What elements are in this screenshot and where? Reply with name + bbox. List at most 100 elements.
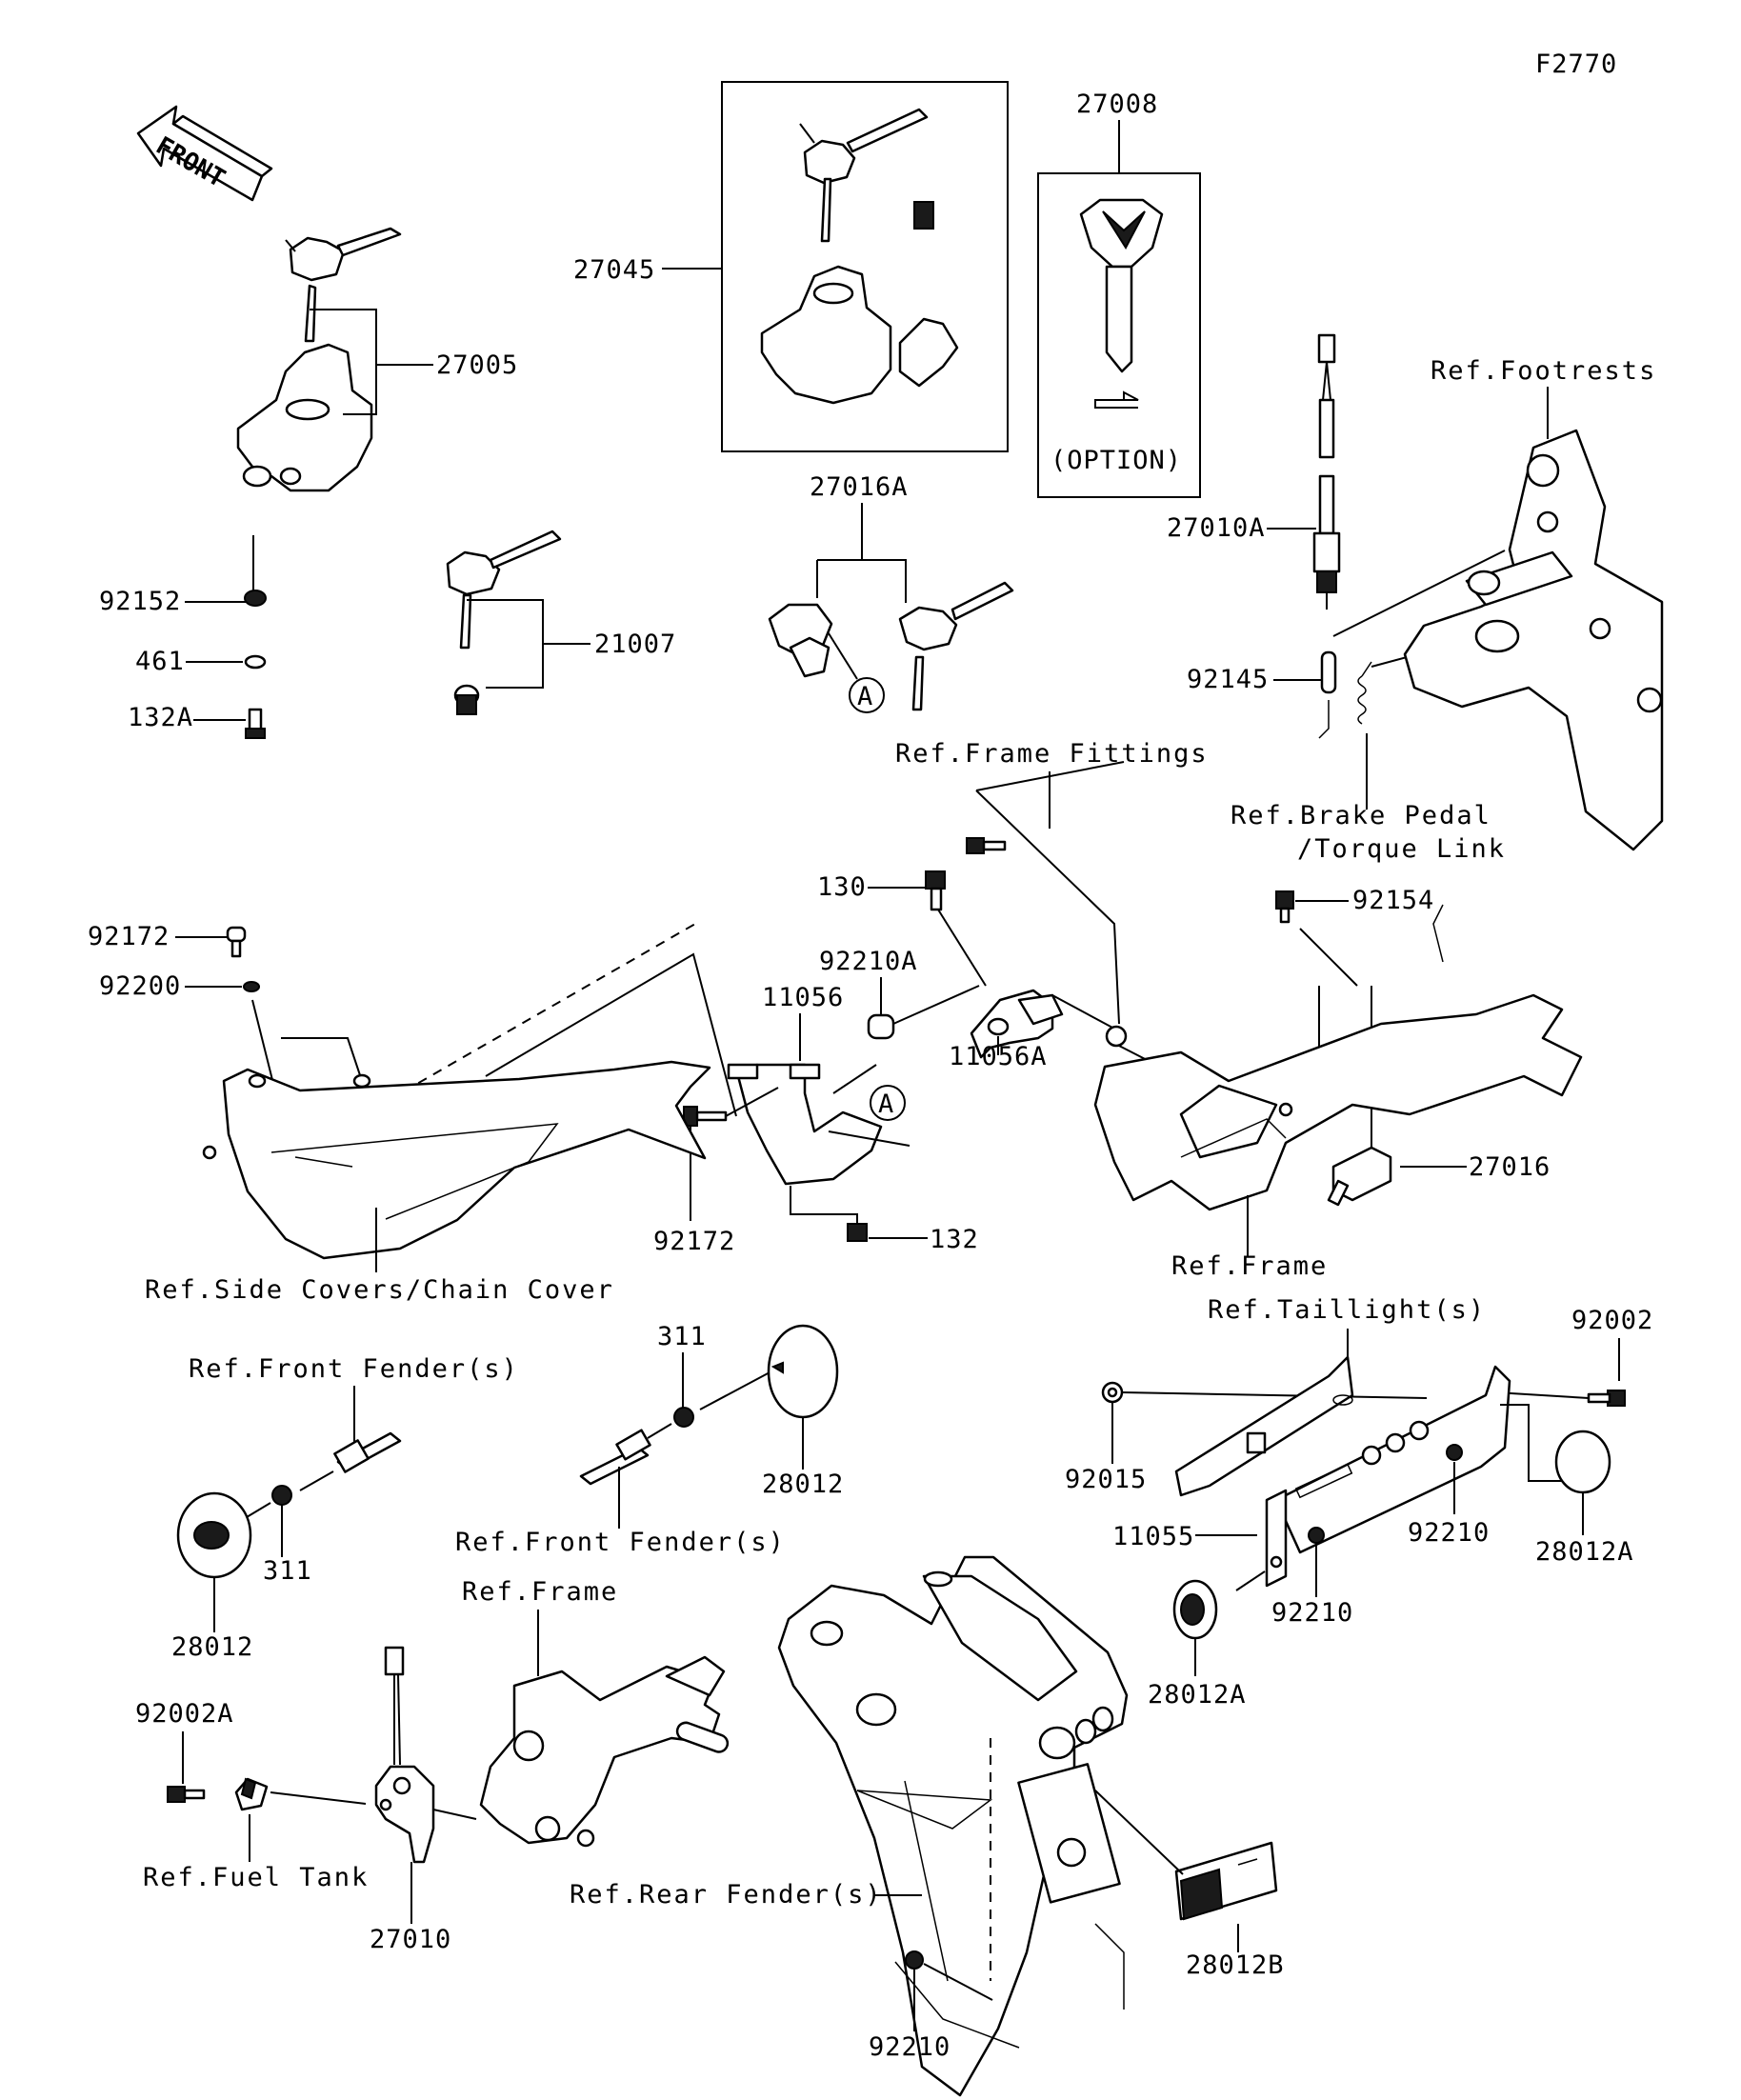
spring-pin-92145[interactable] <box>1318 650 1337 739</box>
part-label-27010: 27010 <box>370 1925 451 1954</box>
part-label-27010A: 27010A <box>1167 513 1266 543</box>
taillight-bracket-11055[interactable] <box>1174 1355 1511 1588</box>
frame-lower-bracket <box>479 1655 730 1848</box>
marker-A-2-text: A <box>878 1090 894 1119</box>
ref-side-covers: Ref.Side Covers/Chain Cover <box>145 1275 614 1305</box>
marker-A-1-text: A <box>857 682 873 711</box>
sidestand-switch-27010[interactable] <box>374 1646 435 1864</box>
reflector-28012-left[interactable] <box>176 1491 252 1579</box>
part-label-92200: 92200 <box>99 971 181 1001</box>
ref-frame-fittings: Ref.Frame Fittings <box>895 739 1209 769</box>
lock-set-box-27045 <box>721 81 1009 452</box>
stud-front-fender-left[interactable] <box>333 1431 402 1473</box>
part-label-11056: 11056 <box>762 983 844 1012</box>
washer-461[interactable] <box>244 654 267 670</box>
part-label-92210-bottom: 92210 <box>869 2032 951 2062</box>
ref-footrests: Ref.Footrests <box>1431 356 1656 386</box>
part-label-92015: 92015 <box>1065 1465 1147 1494</box>
part-label-132A: 132A <box>128 703 193 732</box>
washer-92200[interactable] <box>243 981 260 992</box>
part-label-92172-top: 92172 <box>88 922 170 951</box>
bolt-92002[interactable] <box>1587 1390 1626 1407</box>
part-label-92002A: 92002A <box>135 1699 234 1729</box>
part-label-21007: 21007 <box>594 630 676 659</box>
ref-frame-lower: Ref.Frame <box>462 1577 618 1607</box>
part-label-27005: 27005 <box>436 350 518 380</box>
nut-311-left[interactable] <box>271 1485 292 1506</box>
part-label-132: 132 <box>930 1225 979 1254</box>
key-set-21007[interactable] <box>446 530 562 715</box>
figure-code: F2770 <box>1535 50 1617 79</box>
nut-92015[interactable] <box>1101 1381 1124 1404</box>
part-label-28012A-right: 28012A <box>1535 1537 1634 1567</box>
bolt-92154[interactable] <box>1275 890 1294 924</box>
nut-311-middle[interactable] <box>673 1407 694 1428</box>
part-label-311-left: 311 <box>263 1556 312 1586</box>
ignition-switch-set-27005[interactable] <box>236 227 402 492</box>
part-label-28012-middle: 28012 <box>762 1470 844 1499</box>
reflector-28012-middle[interactable] <box>767 1324 839 1419</box>
bracket-11056[interactable] <box>727 1063 883 1186</box>
key-blank-27008[interactable] <box>1079 198 1164 373</box>
brake-switch-27010A[interactable] <box>1312 333 1341 610</box>
bolt-92172-middle[interactable] <box>683 1106 728 1127</box>
part-label-27016A: 27016A <box>810 472 909 502</box>
nut-92210-center[interactable] <box>1308 1527 1325 1544</box>
part-label-311-middle: 311 <box>657 1322 707 1351</box>
part-label-130: 130 <box>817 872 867 902</box>
option-text: (OPTION) <box>1051 446 1182 475</box>
nut-92210-bottom[interactable] <box>905 1950 924 1970</box>
stud-front-fender-middle[interactable] <box>579 1429 651 1486</box>
ref-brake-pedal-1: Ref.Brake Pedal <box>1231 801 1491 830</box>
part-label-92172-middle: 92172 <box>653 1227 735 1256</box>
part-label-461: 461 <box>135 647 185 676</box>
part-label-92154: 92154 <box>1352 886 1434 915</box>
bolt-130-top[interactable] <box>966 837 1007 854</box>
part-label-27008: 27008 <box>1076 90 1158 119</box>
marker-A-2 <box>870 1085 906 1121</box>
part-label-11055: 11055 <box>1112 1522 1194 1551</box>
reflector-28012B[interactable] <box>1174 1841 1278 1921</box>
part-label-28012B: 28012B <box>1186 1950 1285 1980</box>
ref-rear-fender: Ref.Rear Fender(s) <box>570 1880 883 1910</box>
ref-brake-pedal-2: /Torque Link <box>1297 834 1506 864</box>
part-label-92152: 92152 <box>99 587 181 616</box>
footrest-bracket <box>1403 429 1664 851</box>
side-cover <box>202 1060 711 1260</box>
part-label-28012-left: 28012 <box>171 1632 253 1662</box>
part-label-27045: 27045 <box>573 255 655 285</box>
bolt-132A[interactable] <box>245 708 266 739</box>
grommet-92152[interactable] <box>244 590 267 607</box>
collar-right[interactable] <box>1105 1025 1128 1048</box>
reflector-28012A-right[interactable] <box>1554 1430 1611 1494</box>
ref-front-fender-middle: Ref.Front Fender(s) <box>455 1528 786 1557</box>
bolt-132[interactable] <box>847 1223 868 1242</box>
bracket-27016[interactable] <box>1327 1146 1392 1207</box>
bolt-92002A[interactable] <box>167 1786 206 1803</box>
spring-92145[interactable] <box>1357 661 1372 725</box>
part-label-27016: 27016 <box>1469 1152 1551 1182</box>
screw-92172[interactable] <box>226 926 247 958</box>
part-label-92210-right: 92210 <box>1408 1518 1490 1548</box>
part-label-92002: 92002 <box>1571 1306 1653 1335</box>
collar-92210A[interactable] <box>867 1013 895 1040</box>
marker-A-1 <box>849 677 885 713</box>
ref-fuel-tank: Ref.Fuel Tank <box>143 1863 369 1892</box>
lock-set-27045[interactable] <box>760 108 959 405</box>
reflector-28012A-center[interactable] <box>1172 1579 1218 1640</box>
rear-fender <box>777 1555 1129 2097</box>
bracket-11056A[interactable] <box>970 989 1064 1059</box>
ref-front-fender-left: Ref.Front Fender(s) <box>189 1354 519 1384</box>
part-label-92210A: 92210A <box>819 947 918 976</box>
ref-frame-middle: Ref.Frame <box>1171 1251 1328 1281</box>
key-set-27016A[interactable] <box>768 581 1014 711</box>
part-label-28012A-center: 28012A <box>1148 1680 1247 1710</box>
clamp-fuel-tank[interactable] <box>234 1777 269 1811</box>
nut-92210-right[interactable] <box>1446 1444 1463 1461</box>
ref-taillight: Ref.Taillight(s) <box>1208 1295 1486 1325</box>
part-label-92145: 92145 <box>1187 665 1269 694</box>
bolt-130[interactable] <box>925 870 946 911</box>
part-label-92210-center: 92210 <box>1271 1598 1353 1628</box>
frame-assembly <box>1093 904 1583 1211</box>
